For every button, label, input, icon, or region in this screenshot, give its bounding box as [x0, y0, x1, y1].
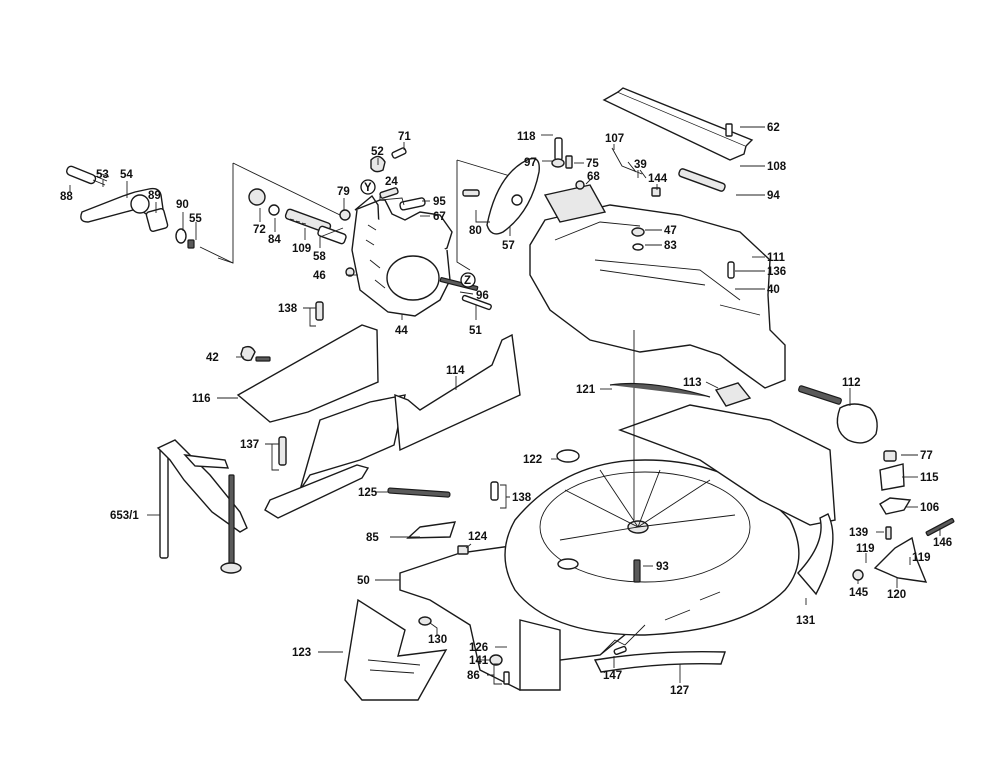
turntable-base [399, 404, 836, 691]
callout-136: 136 [767, 266, 786, 278]
cord-121 [609, 382, 711, 398]
callout-107: 107 [605, 133, 624, 145]
callout-47: 47 [664, 225, 677, 237]
callout-96: 96 [476, 290, 489, 302]
callout-653-1: 653/1 [110, 510, 139, 522]
callout-127: 127 [670, 685, 689, 697]
callout-77: 77 [920, 450, 933, 462]
callout-147: 147 [603, 670, 622, 682]
callout-119-left: 119 [856, 543, 875, 555]
callout-138-bottom: 138 [512, 492, 532, 504]
callout-97: 97 [524, 157, 537, 169]
callout-116: 116 [192, 393, 211, 405]
callout-112: 112 [842, 377, 861, 389]
callout-123: 123 [292, 647, 311, 659]
callout-146: 146 [933, 537, 952, 549]
work-clamp [156, 439, 248, 574]
callout-90: 90 [176, 199, 189, 211]
callout-46: 46 [313, 270, 326, 282]
callout-88: 88 [60, 191, 73, 203]
callout-68: 68 [587, 171, 600, 183]
callout-114: 114 [446, 365, 465, 377]
callout-67: 67 [433, 211, 446, 223]
callout-109: 109 [292, 243, 311, 255]
callout-139: 139 [849, 527, 868, 539]
callout-52: 52 [371, 146, 384, 158]
reference-marker-y: Y [360, 179, 376, 195]
callout-145: 145 [849, 587, 869, 599]
pivot-shaft-parts [248, 188, 347, 245]
top-guard-rails [602, 87, 754, 192]
callout-53: 53 [96, 169, 109, 181]
leader-lines [69, 126, 941, 685]
group-outline-left [217, 162, 341, 264]
callout-62: 62 [767, 122, 780, 134]
callout-126: 126 [469, 642, 488, 654]
lower-parts [344, 481, 726, 701]
callout-141: 141 [469, 655, 489, 667]
callout-24: 24 [385, 176, 398, 188]
callout-39: 39 [634, 159, 647, 171]
callout-42: 42 [206, 352, 219, 364]
callout-119-right: 119 [912, 552, 931, 564]
callout-113: 113 [683, 377, 702, 389]
callout-86: 86 [467, 670, 480, 682]
reference-marker-z: Z [460, 272, 476, 288]
fence-assembly [236, 301, 521, 519]
callout-labels: 88 53 54 89 90 55 72 84 109 58 46 79 52 … [60, 122, 952, 697]
callout-80: 80 [469, 225, 482, 237]
callout-89: 89 [148, 190, 161, 202]
callout-120: 120 [887, 589, 906, 601]
callout-94: 94 [767, 190, 780, 202]
group-outline-left-lower [199, 246, 234, 264]
callout-125: 125 [358, 487, 378, 499]
callout-106: 106 [920, 502, 939, 514]
callout-71: 71 [398, 131, 411, 143]
callout-84: 84 [268, 234, 281, 246]
callout-79: 79 [337, 186, 350, 198]
callout-44: 44 [395, 325, 408, 337]
handle-assembly [66, 165, 195, 249]
callout-85: 85 [366, 532, 379, 544]
part-drawings [66, 87, 955, 701]
rear-plate [456, 157, 540, 271]
callout-58: 58 [313, 251, 326, 263]
callout-115: 115 [920, 472, 939, 484]
callout-50: 50 [357, 575, 370, 587]
right-side-parts [714, 382, 955, 596]
callout-121: 121 [576, 384, 596, 396]
callout-144: 144 [648, 173, 668, 185]
callout-55: 55 [189, 213, 202, 225]
callout-93: 93 [656, 561, 669, 573]
callout-122: 122 [523, 454, 542, 466]
callout-57: 57 [502, 240, 515, 252]
upper-arm-housing [529, 137, 786, 389]
callout-75: 75 [586, 158, 599, 170]
svg-text:Y: Y [364, 182, 372, 194]
callout-40: 40 [767, 284, 780, 296]
callout-51: 51 [469, 325, 482, 337]
callout-137: 137 [240, 439, 259, 451]
callout-111: 111 [767, 252, 786, 264]
callout-130: 130 [428, 634, 447, 646]
callout-54: 54 [120, 169, 133, 181]
callout-108: 108 [767, 161, 787, 173]
svg-text:Z: Z [464, 275, 471, 287]
callout-83: 83 [664, 240, 677, 252]
callout-72: 72 [253, 224, 266, 236]
callout-131: 131 [796, 615, 816, 627]
callout-138-top: 138 [278, 303, 298, 315]
callout-124: 124 [468, 531, 488, 543]
callout-95: 95 [433, 196, 446, 208]
callout-118: 118 [517, 131, 536, 143]
